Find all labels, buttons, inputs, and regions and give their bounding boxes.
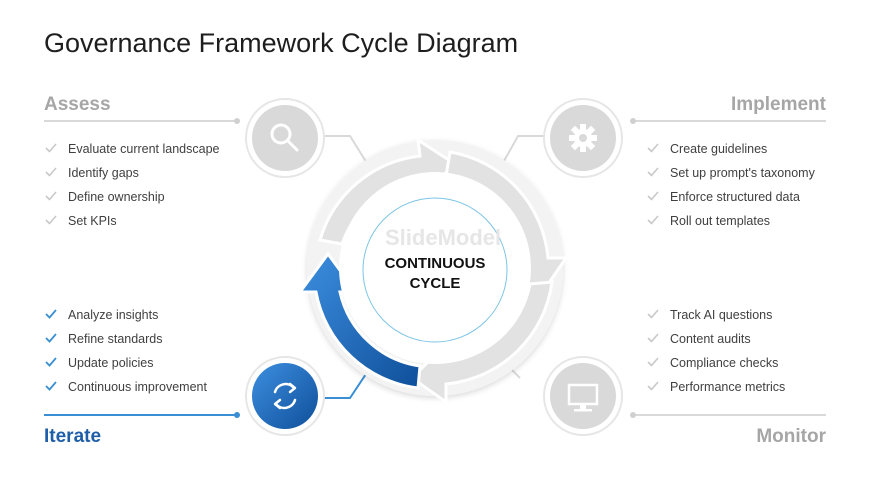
- list-item: Performance metrics: [646, 379, 846, 395]
- list-item: Continuous improvement: [44, 379, 244, 395]
- check-icon: [45, 381, 57, 391]
- iterate-rule-dot: [234, 412, 240, 418]
- list-item: Enforce structured data: [646, 189, 846, 205]
- watermark-text: SlideModel: [385, 225, 501, 250]
- center-label-line2: CYCLE: [409, 275, 461, 292]
- assess-item-1: Evaluate current landscape: [68, 142, 220, 156]
- implement-item-1: Create guidelines: [670, 142, 768, 156]
- assess-label: Assess: [44, 94, 111, 115]
- iterate-label: Iterate: [44, 426, 102, 447]
- assess-item-4: Set KPIs: [68, 214, 117, 228]
- check-icon: [45, 333, 57, 343]
- implement-label: Implement: [730, 94, 826, 115]
- check-icon: [647, 309, 659, 319]
- list-item: Define ownership: [44, 189, 224, 205]
- check-icon: [45, 215, 57, 225]
- implement-icon-badge[interactable]: [543, 98, 623, 178]
- assess-rule-dot: [234, 118, 240, 124]
- center-label: CONTINUOUS CYCLE: [368, 254, 502, 294]
- monitor-icon-badge[interactable]: [543, 356, 623, 436]
- list-item: Content audits: [646, 331, 846, 347]
- check-icon: [45, 191, 57, 201]
- assess-list: Evaluate current landscape Identify gaps…: [44, 141, 224, 237]
- check-icon: [647, 381, 659, 391]
- monitor-item-3: Compliance checks: [670, 356, 779, 370]
- assess-item-3: Define ownership: [68, 190, 165, 204]
- assess-icon-badge[interactable]: [245, 98, 325, 178]
- implement-list: Create guidelines Set up prompt's taxono…: [646, 141, 846, 237]
- check-icon: [647, 333, 659, 343]
- iterate-item-4: Continuous improvement: [68, 380, 207, 394]
- center-label-line1: CONTINUOUS: [384, 255, 486, 272]
- list-item: Set KPIs: [44, 213, 224, 229]
- assess-item-2: Identify gaps: [68, 166, 139, 180]
- list-item: Roll out templates: [646, 213, 846, 229]
- monitor-item-4: Performance metrics: [670, 380, 786, 394]
- refresh-icon: [273, 382, 297, 410]
- list-item: Track AI questions: [646, 307, 846, 323]
- list-item: Analyze insights: [44, 307, 244, 323]
- list-item: Identify gaps: [44, 165, 224, 181]
- check-icon: [647, 357, 659, 367]
- check-icon: [45, 143, 57, 153]
- iterate-item-3: Update policies: [68, 356, 154, 370]
- list-item: Evaluate current landscape: [44, 141, 224, 157]
- monitor-label: Monitor: [756, 426, 826, 447]
- monitor-item-2: Content audits: [670, 332, 751, 346]
- check-icon: [647, 167, 659, 177]
- center-circle: [362, 197, 508, 343]
- check-icon: [647, 191, 659, 201]
- implement-item-4: Roll out templates: [670, 214, 771, 228]
- list-item: Update policies: [44, 355, 244, 371]
- arrow-iterate-assess: [297, 251, 422, 390]
- iterate-list: Analyze insights Refine standards Update…: [44, 307, 244, 403]
- list-item: Create guidelines: [646, 141, 846, 157]
- implement-rule: [634, 120, 826, 122]
- assess-rule: [44, 120, 236, 122]
- check-icon: [45, 357, 57, 367]
- implement-item-2: Set up prompt's taxonomy: [670, 166, 815, 180]
- list-item: Refine standards: [44, 331, 244, 347]
- list-item: Set up prompt's taxonomy: [646, 165, 846, 181]
- monitor-list: Track AI questions Content audits Compli…: [646, 307, 846, 403]
- monitor-item-1: Track AI questions: [670, 308, 773, 322]
- iterate-item-1: Analyze insights: [68, 308, 159, 322]
- check-icon: [647, 143, 659, 153]
- page-title: Governance Framework Cycle Diagram: [44, 28, 519, 58]
- monitor-rule-dot: [630, 412, 636, 418]
- implement-rule-dot: [630, 118, 636, 124]
- monitor-rule: [634, 414, 826, 416]
- list-item: Compliance checks: [646, 355, 846, 371]
- iterate-rule: [44, 414, 236, 416]
- monitor-icon: [567, 383, 599, 412]
- iterate-icon-badge[interactable]: [245, 356, 325, 436]
- check-icon: [647, 215, 659, 225]
- gear-icon: [569, 124, 597, 152]
- search-icon: [270, 123, 299, 152]
- check-icon: [45, 167, 57, 177]
- iterate-item-2: Refine standards: [68, 332, 163, 346]
- implement-item-3: Enforce structured data: [670, 190, 800, 204]
- check-icon: [45, 309, 57, 319]
